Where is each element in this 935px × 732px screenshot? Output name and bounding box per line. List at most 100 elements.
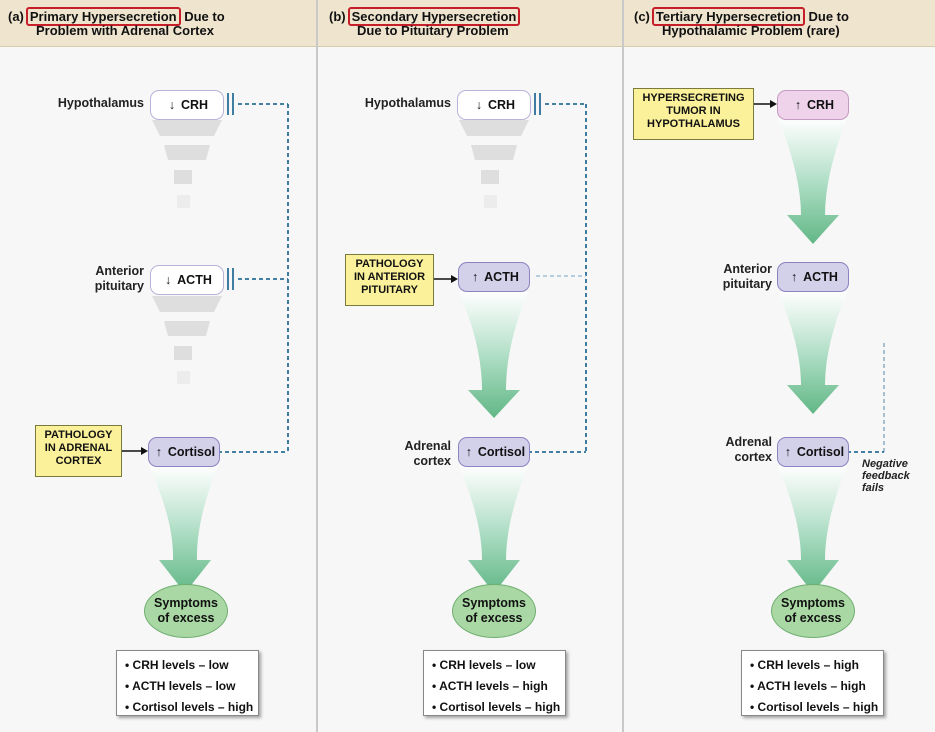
symptoms-line: of excess bbox=[465, 611, 523, 625]
panel-b bbox=[318, 0, 622, 732]
negative-feedback-lines bbox=[218, 103, 289, 453]
note-line: Negative bbox=[862, 458, 908, 470]
crh-box: ↓ CRH bbox=[457, 90, 531, 120]
pathology-line: IN ADRENAL bbox=[44, 442, 113, 454]
tumor-line: TUMOR IN bbox=[666, 105, 721, 117]
symptoms-line: Symptoms bbox=[462, 596, 526, 610]
anterior-pituitary-label: Anterior pituitary bbox=[80, 264, 144, 294]
up-arrow-icon: ↑ bbox=[794, 98, 802, 112]
summary-item: • CRH levels – low bbox=[432, 658, 536, 672]
symptoms-oval: Symptoms of excess bbox=[144, 584, 228, 638]
acth-to-cortisol-arrow bbox=[459, 292, 528, 418]
pathology-arrow-a bbox=[122, 447, 148, 455]
hormone-name: Cortisol bbox=[477, 445, 526, 459]
panel-letter: (a) bbox=[8, 9, 24, 24]
symptoms-oval: Symptoms of excess bbox=[452, 584, 536, 638]
panel-b-header bbox=[318, 0, 622, 47]
note-line: feedback bbox=[862, 470, 910, 482]
summary-item: • CRH levels – high bbox=[750, 658, 859, 672]
up-arrow-icon: ↑ bbox=[784, 445, 791, 459]
hormone-name: ACTH bbox=[484, 270, 519, 284]
summary-item: • ACTH levels – high bbox=[750, 679, 866, 693]
hypothalamus-label: Hypothalamus bbox=[364, 96, 451, 110]
summary-box: • CRH levels – high • ACTH levels – high… bbox=[741, 650, 884, 716]
suppressed-crh-funnel bbox=[152, 120, 222, 208]
label-line: pituitary bbox=[722, 277, 772, 291]
note-line: fails bbox=[862, 482, 885, 494]
negative-feedback-lines bbox=[528, 103, 587, 453]
hypothalamus-label: Hypothalamus bbox=[57, 96, 144, 110]
anterior-pituitary-label: Anterior pituitary bbox=[706, 262, 772, 292]
inhibition-bars bbox=[534, 93, 541, 115]
summary-item: • Cortisol levels – high bbox=[432, 700, 561, 714]
pathology-arrow-b bbox=[434, 275, 458, 283]
crh-box: ↑CRH bbox=[777, 90, 849, 120]
hormone-name: Cortisol bbox=[796, 445, 845, 459]
pathology-line: CORTEX bbox=[55, 455, 102, 467]
panel-letter: (c) bbox=[634, 9, 650, 24]
summary-item: • ACTH levels – high bbox=[432, 679, 548, 693]
feedback-fails-note: Negative feedback fails bbox=[862, 458, 910, 494]
crh-box: ↓ CRH bbox=[150, 90, 224, 120]
label-line: Adrenal bbox=[404, 439, 451, 453]
crh-to-acth-arrow bbox=[778, 118, 847, 244]
symptoms-line: of excess bbox=[157, 611, 215, 625]
cortisol-to-symptoms-arrow bbox=[149, 466, 218, 593]
pathology-box: PATHOLOGY IN ADRENAL CORTEX bbox=[35, 425, 122, 477]
pathology-line: PATHOLOGY bbox=[355, 258, 424, 270]
adrenal-cortex-label: Adrenal cortex bbox=[712, 435, 772, 465]
pathology-box: PATHOLOGY IN ANTERIOR PITUITARY bbox=[345, 254, 434, 306]
hormone-name: CRH bbox=[487, 98, 516, 112]
panel-b-title: (b)Secondary Hypersecretion Due to Pitui… bbox=[329, 7, 521, 38]
up-arrow-icon: ↑ bbox=[155, 445, 162, 459]
acth-to-cortisol-arrow bbox=[778, 292, 847, 414]
symptoms-line: Symptoms bbox=[154, 596, 218, 610]
acth-box: ↑ACTH bbox=[777, 262, 849, 292]
title-highlight: Tertiary Hypersecretion bbox=[651, 7, 805, 26]
title-highlight: Secondary Hypersecretion bbox=[347, 7, 521, 26]
title-rest: Due to bbox=[804, 9, 849, 24]
panel-c-header bbox=[624, 0, 935, 47]
up-arrow-icon: ↑ bbox=[472, 270, 479, 284]
pathology-line: PATHOLOGY bbox=[44, 429, 113, 441]
down-arrow-icon: ↓ bbox=[168, 98, 176, 112]
acth-box: ↓ ACTH bbox=[150, 265, 224, 295]
title-line2: Due to Pituitary Problem bbox=[357, 23, 509, 38]
tumor-line: HYPERSECRETING bbox=[642, 92, 745, 104]
suppressed-acth-funnel bbox=[152, 296, 222, 384]
summary-box: • CRH levels – low • ACTH levels – low •… bbox=[116, 650, 259, 716]
summary-item: • ACTH levels – low bbox=[125, 679, 236, 693]
symptoms-line: Symptoms bbox=[781, 596, 845, 610]
inhibition-bars bbox=[227, 93, 234, 290]
down-arrow-icon: ↓ bbox=[165, 273, 172, 287]
suppressed-crh-funnel bbox=[459, 120, 529, 208]
label-line: Anterior bbox=[95, 264, 144, 278]
cortisol-box: ↑Cortisol bbox=[148, 437, 220, 467]
summary-box: • CRH levels – low • ACTH levels – high … bbox=[423, 650, 566, 716]
hormone-name: CRH bbox=[180, 98, 209, 112]
tumor-arrow-c bbox=[754, 100, 777, 108]
panel-a-header bbox=[0, 0, 316, 47]
label-line: Anterior bbox=[723, 262, 772, 276]
tumor-box: HYPERSECRETING TUMOR IN HYPOTHALAMUS bbox=[633, 88, 754, 140]
label-line: cortex bbox=[734, 450, 772, 464]
hormone-name: ACTH bbox=[177, 273, 212, 287]
pathology-line: PITUITARY bbox=[361, 284, 418, 296]
panel-divider bbox=[622, 0, 624, 732]
symptoms-oval: Symptoms of excess bbox=[771, 584, 855, 638]
label-line: pituitary bbox=[94, 279, 144, 293]
panel-letter: (b) bbox=[329, 9, 346, 24]
adrenal-cortex-label: Adrenal cortex bbox=[395, 439, 451, 469]
tumor-line: HYPOTHALAMUS bbox=[647, 118, 740, 130]
down-arrow-icon: ↓ bbox=[475, 98, 483, 112]
panel-a-title: (a)Primary Hypersecretion Due to Problem… bbox=[8, 7, 225, 38]
up-arrow-icon: ↑ bbox=[465, 445, 472, 459]
cortisol-box: ↑ Cortisol bbox=[777, 437, 849, 467]
cortisol-to-symptoms-arrow bbox=[778, 466, 847, 593]
symptoms-line: of excess bbox=[784, 611, 842, 625]
title-highlight: Primary Hypersecretion bbox=[25, 7, 181, 26]
cortisol-box: ↑ Cortisol bbox=[458, 437, 530, 467]
panel-divider bbox=[316, 0, 318, 732]
